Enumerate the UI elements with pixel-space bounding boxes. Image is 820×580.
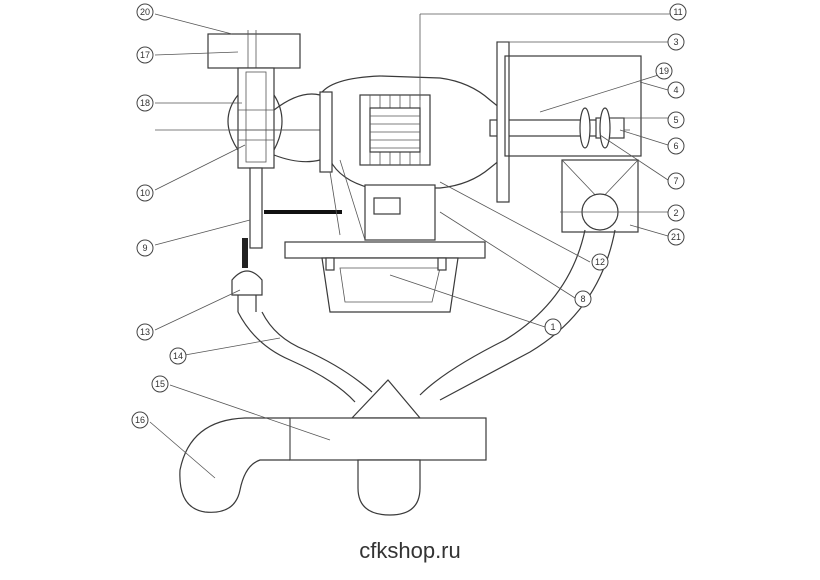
cap-block xyxy=(207,30,301,70)
leader-lines xyxy=(149,13,670,479)
callout-18: 18 xyxy=(136,94,154,112)
svg-text:20: 20 xyxy=(140,7,150,17)
svg-text:1: 1 xyxy=(550,322,555,332)
callout-20: 20 xyxy=(136,3,154,21)
svg-text:2: 2 xyxy=(673,208,678,218)
svg-text:19: 19 xyxy=(659,66,669,76)
svg-text:18: 18 xyxy=(140,98,150,108)
callout-17: 17 xyxy=(136,46,154,64)
svg-text:6: 6 xyxy=(673,141,678,151)
callout-12: 12 xyxy=(591,253,609,271)
manifold xyxy=(289,417,487,516)
callout-8: 8 xyxy=(574,290,592,308)
callout-3: 3 xyxy=(667,33,685,51)
callout-7: 7 xyxy=(667,172,685,190)
callout-14: 14 xyxy=(169,347,187,365)
callout-15: 15 xyxy=(151,375,169,393)
svg-text:14: 14 xyxy=(173,351,183,361)
callout-10: 10 xyxy=(136,184,154,202)
hose-right xyxy=(419,229,616,401)
callout-11: 11 xyxy=(669,3,687,21)
callout-9: 9 xyxy=(136,239,154,257)
callout-5: 5 xyxy=(667,111,685,129)
svg-text:11: 11 xyxy=(673,7,682,17)
pulley xyxy=(579,107,611,149)
site-watermark: cfkshop.ru xyxy=(359,538,461,563)
vertical-sleeve xyxy=(227,67,283,249)
svg-text:7: 7 xyxy=(673,176,678,186)
callout-13: 13 xyxy=(136,323,154,341)
svg-text:16: 16 xyxy=(135,415,145,425)
svg-text:17: 17 xyxy=(140,50,150,60)
svg-text:3: 3 xyxy=(673,37,678,47)
svg-text:9: 9 xyxy=(142,243,147,253)
hopper xyxy=(561,159,639,233)
callout-2: 2 xyxy=(667,204,685,222)
power-plug xyxy=(231,238,263,312)
callout-16: 16 xyxy=(131,411,149,429)
svg-text:15: 15 xyxy=(155,379,165,389)
callout-4: 4 xyxy=(667,81,685,99)
svg-text:8: 8 xyxy=(580,294,585,304)
callout-1: 1 xyxy=(544,318,562,336)
y-junction xyxy=(350,379,422,419)
motor-stand xyxy=(284,159,486,313)
callout-19: 19 xyxy=(655,62,673,80)
svg-text:4: 4 xyxy=(673,85,678,95)
svg-text:12: 12 xyxy=(595,257,605,267)
svg-text:21: 21 xyxy=(671,232,681,242)
svg-text:5: 5 xyxy=(673,115,678,125)
callout-21: 21 xyxy=(667,228,685,246)
elbow-pipe xyxy=(179,417,290,513)
svg-text:10: 10 xyxy=(140,188,150,198)
svg-text:13: 13 xyxy=(140,327,150,337)
hose-left xyxy=(237,311,373,403)
callout-6: 6 xyxy=(667,137,685,155)
